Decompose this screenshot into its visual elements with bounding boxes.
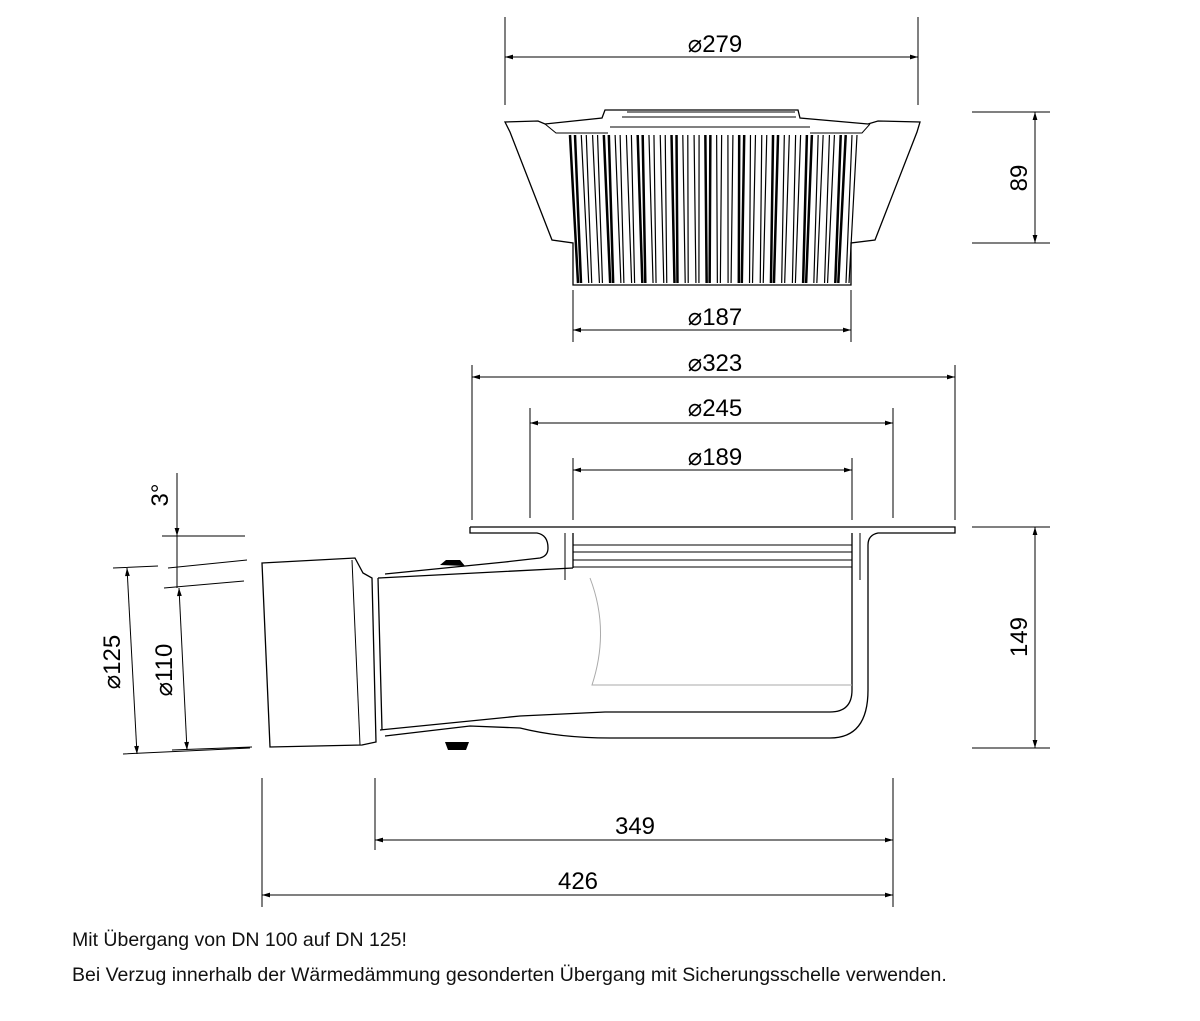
grate-rib [602,134,615,284]
grate-rib [704,134,712,284]
grate-rib [614,134,625,284]
drain-body-drawing [261,526,956,750]
grate-rib [748,134,757,284]
dim-clamp-diameter: ⌀245 [688,395,743,422]
grate-rib [727,134,734,284]
grate-rib [693,134,700,284]
dim-grate-diameter: ⌀279 [688,31,743,58]
dim-flange-diameter: ⌀323 [688,350,743,377]
grate-rib [659,134,668,284]
dimension-lines [112,17,1050,907]
dim-outlet-outer-diameter: ⌀125 [99,635,126,690]
grate-rib [834,134,847,284]
grate-rib [591,134,604,284]
grate-rib [580,134,593,284]
grate-rib [682,134,689,284]
grate-rib [823,134,836,284]
grate-rib [568,134,583,284]
grate-rib [625,134,636,284]
grate-rib [670,134,679,284]
grate-rib [781,134,790,284]
grate-rib [759,134,768,284]
grate-drawing [503,109,921,286]
grate-rib [737,134,746,284]
grate-rib [845,134,858,284]
dim-outlet-length-inner: 349 [615,813,655,840]
dim-bowl-diameter: ⌀189 [688,444,743,471]
grate-rib [769,134,780,284]
dim-body-height: 149 [1006,617,1033,657]
dim-grate-height: 89 [1006,165,1033,192]
note-transition: Mit Übergang von DN 100 auf DN 125! [72,929,407,951]
dim-outlet-length-total: 426 [558,868,598,895]
grate-rib [716,134,723,284]
dim-slope-angle: 3° [147,484,174,507]
dim-outlet-inner-diameter: ⌀110 [151,644,178,697]
grate-rib [813,134,824,284]
grate-rib [791,134,802,284]
grate-rib [636,134,647,284]
dim-grate-neck-diameter: ⌀187 [688,304,743,331]
grate-rib [648,134,657,284]
note-insulation: Bei Verzug innerhalb der Wärmedämmung ge… [72,964,947,986]
grate-rib [801,134,814,284]
